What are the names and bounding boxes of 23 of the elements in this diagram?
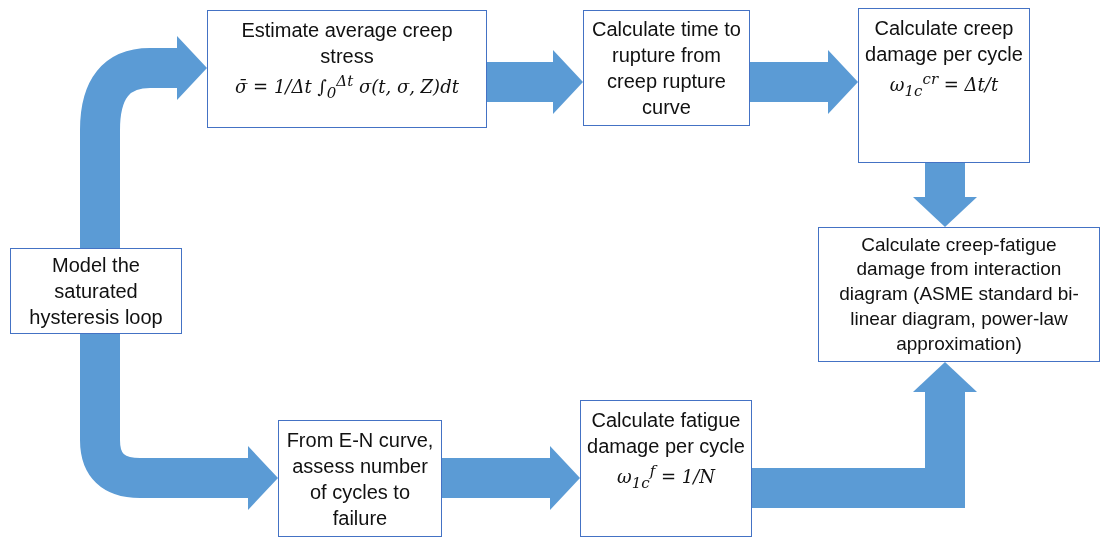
step-text: Calculate creep-fatigue damage from interaction diagram (ASME standard bi-linear diagram, power-law approximation) <box>838 232 1080 356</box>
step-text: Model the saturated hysteresis loop <box>28 253 164 330</box>
block-arrow <box>913 163 977 227</box>
block-arrow <box>487 50 583 114</box>
process-box <box>858 8 1030 163</box>
step-text: From E-N curve, assess number of cycles to failure <box>285 427 435 531</box>
block-arrow <box>750 50 858 114</box>
step-text: Estimate average creep stress <box>240 18 454 69</box>
formula: σ̄ = 1/Δt ∫$_{0}$$^{Δt}$ σ(t, σ, Z)dt <box>235 71 459 104</box>
block-arrow <box>442 446 580 510</box>
formula: ω$_{1c}$$^{f}$ = 1/N <box>617 461 715 494</box>
process-box <box>818 227 1100 362</box>
process-box <box>583 10 750 126</box>
step-text: Calculate creep damage per cycle <box>865 16 1023 67</box>
block-arrow <box>80 36 207 248</box>
process-box <box>580 400 752 537</box>
process-box <box>207 10 487 128</box>
step-text: Calculate time to rupture from creep rupture curve <box>591 17 742 120</box>
step-text: Calculate fatigue damage per cycle <box>587 408 745 459</box>
block-arrow <box>752 362 977 508</box>
process-box <box>278 420 442 537</box>
formula: ω$_{1c}$$^{cr}$ = Δt/t <box>889 69 999 102</box>
process-box <box>10 248 182 334</box>
